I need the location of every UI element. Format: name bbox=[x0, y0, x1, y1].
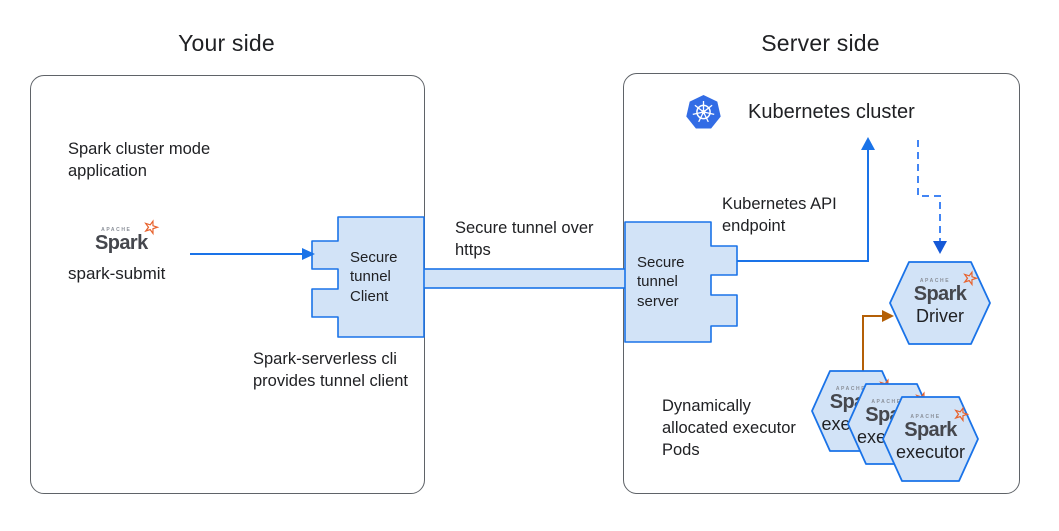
driver-hexagon bbox=[889, 261, 991, 345]
spark-logo: APACHE Spark ☆ bbox=[95, 215, 162, 254]
api-endpoint-arrow bbox=[737, 148, 869, 262]
secure-tunnel-over-https-label: Secure tunnel over https bbox=[455, 219, 594, 259]
executor-to-driver-arrow bbox=[862, 315, 882, 372]
spark-logo-word: Spark bbox=[95, 232, 148, 254]
executor-label: executor bbox=[895, 442, 966, 463]
dashed-arrowhead-icon bbox=[933, 241, 947, 254]
right-side-title: Server side bbox=[761, 30, 880, 56]
tunnel-server-shape bbox=[624, 221, 738, 343]
executor-arrowhead-icon bbox=[882, 310, 894, 322]
tunnel-client-shape bbox=[311, 216, 425, 338]
kubernetes-icon bbox=[686, 95, 721, 129]
spark-logo-star-icon: ☆ bbox=[949, 402, 972, 427]
spark-submit-arrowhead-icon bbox=[302, 248, 315, 260]
spark-logo-apache-text: APACHE bbox=[910, 414, 941, 421]
spark-logo-apache-text: APACHE bbox=[919, 278, 951, 285]
spark-logo-word: Spark bbox=[904, 419, 957, 442]
kubernetes-api-endpoint-label: Kubernetes API endpoint bbox=[722, 195, 837, 235]
tunnel-server-label: Secure tunnel server bbox=[637, 254, 685, 310]
spark-logo-apache-text: APACHE bbox=[835, 386, 867, 393]
pods-note: Dynamically allocated executor Pods bbox=[662, 397, 796, 459]
spark-logo-apache-text: APACHE bbox=[871, 399, 902, 406]
tunnel-client-label: Secure tunnel Client bbox=[350, 249, 398, 305]
executor-pod: APACHE Spark ☆ executor bbox=[883, 401, 978, 477]
spark-submit-label: spark-submit bbox=[68, 264, 166, 283]
cluster-to-driver-dashed-arrow bbox=[917, 140, 941, 241]
kubernetes-cluster-label: Kubernetes cluster bbox=[748, 101, 915, 123]
spark-logo-star-icon: ☆ bbox=[959, 266, 981, 291]
driver-label: Driver bbox=[916, 306, 964, 327]
spark-logo-apache-text: APACHE bbox=[101, 227, 132, 233]
spark-cluster-mode-note: Spark cluster mode application bbox=[68, 140, 211, 180]
driver-pod: APACHE Spark ☆ Driver bbox=[890, 266, 990, 340]
api-endpoint-arrowhead-icon bbox=[861, 137, 875, 150]
spark-logo-word: Spark bbox=[913, 283, 967, 306]
left-side-title: Your side bbox=[178, 30, 275, 56]
spark-logo: APACHE Spark ☆ bbox=[913, 266, 981, 306]
spark-logo: APACHE Spark ☆ bbox=[904, 402, 971, 442]
cli-note: Spark-serverless cli provides tunnel cli… bbox=[253, 350, 409, 390]
